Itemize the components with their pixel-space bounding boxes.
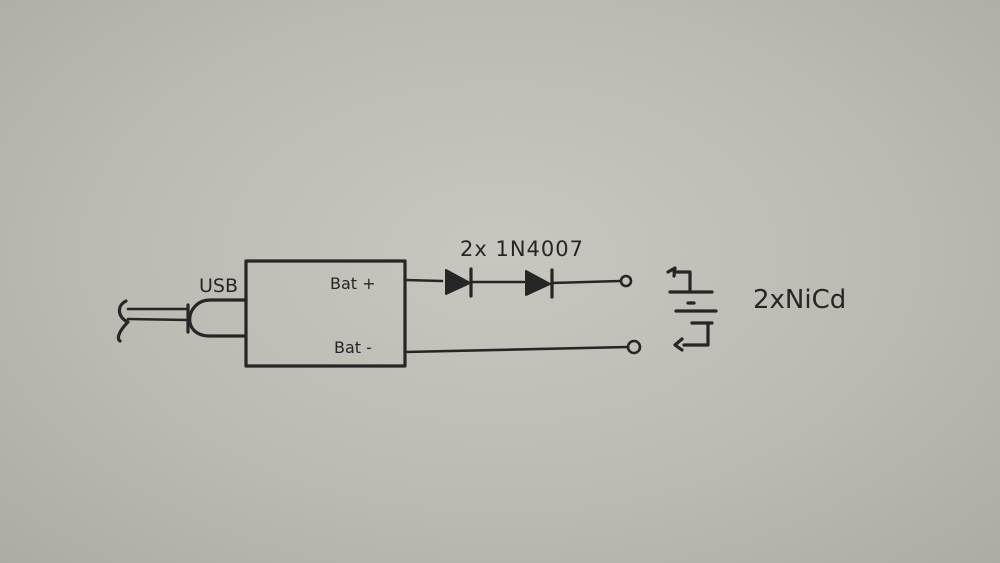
diode-symbol-1 (445, 267, 473, 298)
positive-wire-segment (550, 279, 622, 285)
cells-label: 2xNiCd (753, 285, 846, 315)
bat-plus-label: Bat + (330, 274, 376, 293)
diode-symbol-2 (525, 268, 554, 299)
battery-symbol (666, 266, 718, 352)
bat-minus-label: Bat - (334, 338, 372, 357)
negative-wire (403, 345, 630, 354)
usb-cable (116, 299, 190, 343)
usb-label: USB (199, 275, 238, 297)
negative-terminal (626, 339, 642, 355)
charger-module-box (244, 259, 407, 368)
usb-plug (186, 298, 248, 338)
diodes-label: 2x 1N4007 (460, 237, 584, 261)
positive-wire-segment (403, 278, 444, 283)
positive-terminal (619, 274, 633, 288)
